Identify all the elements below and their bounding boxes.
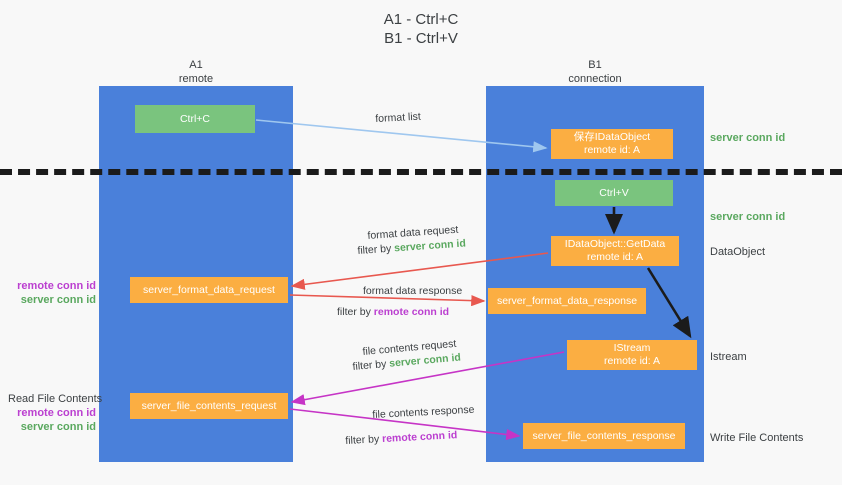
label-file-contents-response: file contents response xyxy=(372,403,475,421)
note-read-file-contents: Read File Contents xyxy=(8,393,103,405)
box-server-format-data-request-label: server_format_data_request xyxy=(143,283,275,296)
box-server-file-contents-request[interactable]: server_file_contents_request xyxy=(130,393,288,419)
title-line-2: B1 - Ctrl+V xyxy=(384,30,458,47)
label-format-list: format list xyxy=(375,110,422,125)
note-istream: Istream xyxy=(710,351,747,363)
box-server-file-contents-response[interactable]: server_file_contents_response xyxy=(523,423,685,449)
label-filter-by-remote-conn-id-1: filter by remote conn id xyxy=(337,305,449,319)
box-server-format-data-request[interactable]: server_format_data_request xyxy=(130,277,288,303)
remote-conn-id-text-2: remote conn id xyxy=(381,429,458,446)
box-getdata-line2: remote id: A xyxy=(586,251,643,263)
box-idataobject-line2: remote id: A xyxy=(583,144,640,156)
label-format-data-response: format data response xyxy=(363,285,463,297)
filter-by-text-4: filter by xyxy=(345,433,383,447)
box-ctrl-v-label: Ctrl+V xyxy=(599,186,629,199)
note-write-file-contents: Write File Contents xyxy=(710,432,804,444)
note-server-conn-id-left-bottom: server conn id xyxy=(20,421,96,433)
title-line-1: A1 - Ctrl+C xyxy=(383,11,459,28)
box-istream-label: IStream remote id: A xyxy=(604,342,660,368)
filter-by-text-3: filter by xyxy=(352,357,390,373)
box-idataobject-getdata[interactable]: IDataObject::GetData remote id: A xyxy=(551,236,679,266)
swimlane-a1-sub: remote xyxy=(178,73,214,85)
box-server-format-data-response[interactable]: server_format_data_response xyxy=(488,288,646,314)
box-server-file-contents-request-label: server_file_contents_request xyxy=(141,399,277,412)
label-filter-by-remote-conn-id-2: filter by remote conn id xyxy=(345,428,458,448)
box-istream-line2: remote id: A xyxy=(603,355,661,367)
swimlane-a1-name: A1 xyxy=(189,59,203,71)
box-idataobject-line1: 保存IDataObject xyxy=(573,131,651,143)
box-ctrl-c-label: Ctrl+C xyxy=(179,112,211,125)
remote-conn-id-text-1: remote conn id xyxy=(373,306,450,318)
divider-dashed-line xyxy=(0,169,842,175)
diagram-title: A1 - Ctrl+C B1 - Ctrl+V xyxy=(0,10,842,48)
box-getdata-label: IDataObject::GetData remote id: A xyxy=(565,238,665,264)
filter-by-text-2: filter by xyxy=(337,306,374,318)
swimlane-b1-name: B1 xyxy=(588,59,602,71)
box-ctrl-c[interactable]: Ctrl+C xyxy=(135,105,255,133)
box-istream-line1: IStream xyxy=(613,342,651,354)
note-remote-conn-id-bottom: remote conn id xyxy=(17,407,96,419)
box-server-format-data-response-label: server_format_data_response xyxy=(496,294,638,307)
swimlane-a1-header: A1 remote xyxy=(99,58,293,86)
note-server-conn-id-left-top: server conn id xyxy=(20,294,96,306)
note-read-file-contents-group: Read File Contents remote conn id server… xyxy=(8,392,158,434)
note-server-conn-id-top: server conn id xyxy=(710,132,786,144)
box-server-file-contents-response-label: server_file_contents_response xyxy=(532,429,676,442)
box-ctrl-v[interactable]: Ctrl+V xyxy=(555,180,673,206)
box-idataobject-label: 保存IDataObject remote id: A xyxy=(574,131,650,157)
note-server-conn-id-second: server conn id xyxy=(710,211,786,223)
note-dataobject: DataObject xyxy=(710,246,766,258)
filter-by-text-1: filter by xyxy=(357,242,395,257)
note-remote-conn-id-top: remote conn id xyxy=(17,280,96,292)
note-left-conn-ids-top: remote conn id server conn id xyxy=(8,279,96,307)
swimlane-b1-header: B1 connection xyxy=(486,58,704,86)
box-idataobject[interactable]: 保存IDataObject remote id: A xyxy=(551,129,673,159)
box-istream[interactable]: IStream remote id: A xyxy=(567,340,697,370)
swimlane-b1-sub: connection xyxy=(568,73,622,85)
server-conn-id-text-1: server conn id xyxy=(393,237,467,255)
box-getdata-line1: IDataObject::GetData xyxy=(564,238,666,250)
